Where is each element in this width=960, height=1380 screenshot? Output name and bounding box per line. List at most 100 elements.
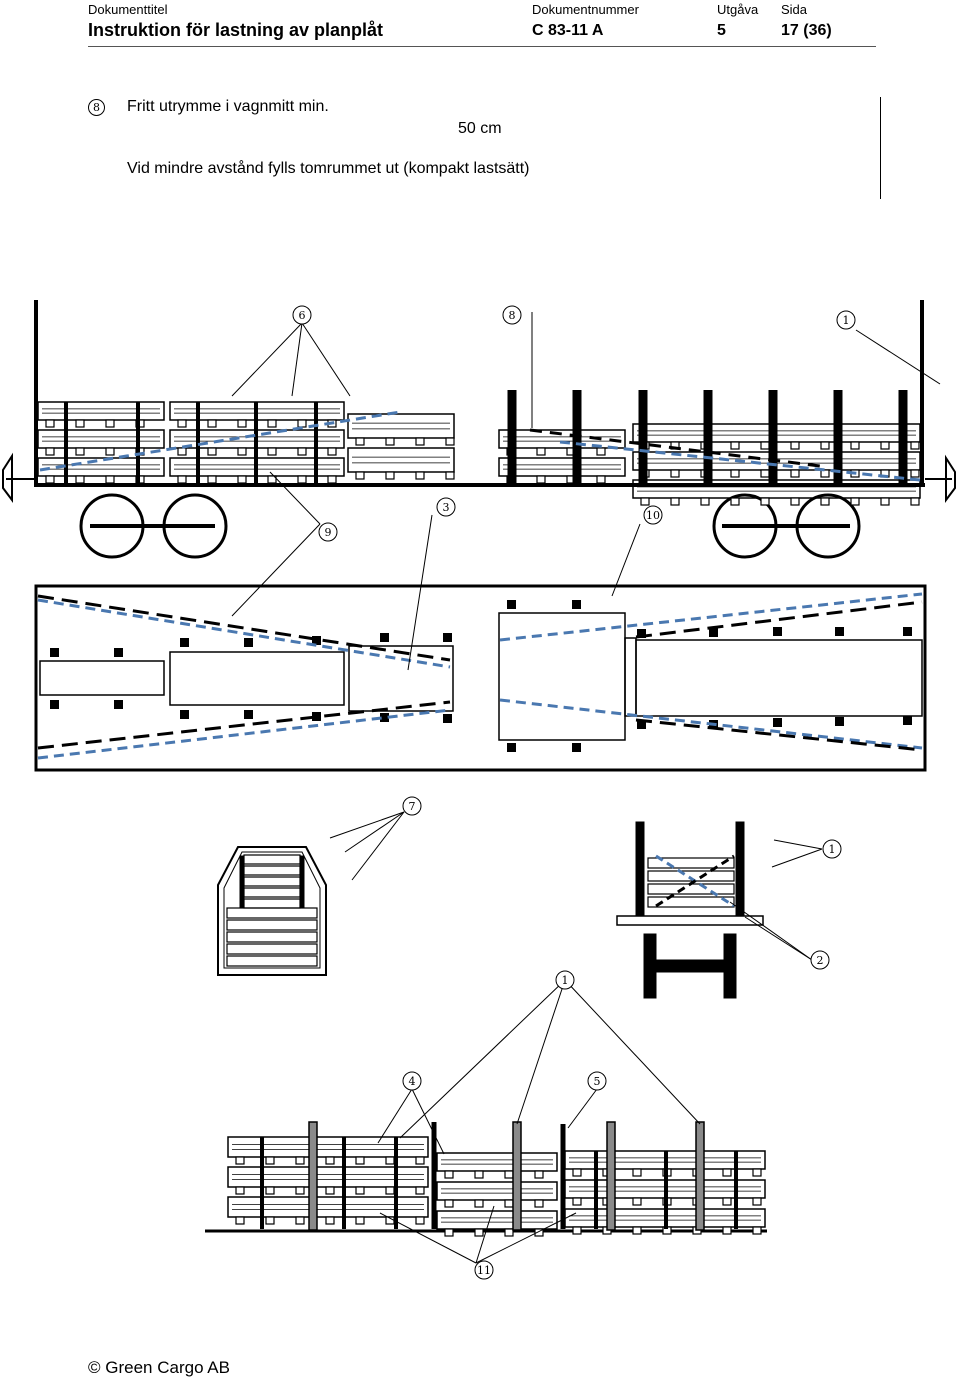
spacer-block	[297, 475, 307, 484]
spacer-block	[760, 441, 770, 450]
spacer-block	[790, 497, 800, 506]
spacer-block	[504, 1228, 514, 1237]
spacer-block	[722, 1197, 732, 1206]
page-number: 17 (36)	[781, 22, 832, 39]
spacer-block	[572, 1197, 582, 1206]
edition-label: Utgåva	[717, 2, 759, 17]
plate-stack	[226, 907, 318, 919]
spacer-block	[45, 475, 55, 484]
plate-stack	[226, 943, 318, 955]
callout-number: 1	[843, 314, 850, 327]
stake-position	[443, 714, 452, 723]
plate-stack	[243, 865, 301, 876]
plate-stack	[243, 854, 301, 865]
gauge-profile-outline	[217, 846, 327, 976]
gauge-profile-inner	[223, 851, 321, 969]
spacer-block	[752, 1226, 762, 1235]
callout-circle	[822, 839, 842, 859]
stake-position	[835, 717, 844, 726]
callout-circle	[836, 310, 856, 330]
spacer-block	[297, 447, 307, 456]
callout-circle	[402, 796, 422, 816]
stake-position	[507, 743, 516, 752]
spacer-block	[474, 1228, 484, 1237]
spacer-block	[105, 447, 115, 456]
spacer-block	[75, 419, 85, 428]
load-bundle	[39, 660, 165, 696]
spacer-block	[385, 1156, 395, 1165]
plate-bundle	[37, 429, 165, 449]
stake	[635, 821, 645, 917]
spacer-block	[325, 1156, 335, 1165]
stake-position	[312, 636, 321, 645]
spacer-block	[267, 447, 277, 456]
spacer-block	[536, 475, 546, 484]
spacer-block	[385, 1186, 395, 1195]
spacer-block	[237, 475, 247, 484]
spacer-block	[207, 447, 217, 456]
note-marker: 8	[88, 99, 105, 116]
plate-bundle	[436, 1152, 558, 1172]
side-stake	[239, 855, 245, 909]
spacer-block	[444, 1199, 454, 1208]
spacer-block	[596, 475, 606, 484]
spacer-block	[415, 471, 425, 480]
spacer-block	[700, 497, 710, 506]
spacer-block	[534, 1199, 544, 1208]
spacer-block	[75, 447, 85, 456]
dashed-limit-line	[37, 594, 451, 662]
spacer-block	[820, 497, 830, 506]
spacer-block	[45, 447, 55, 456]
leader-line	[344, 811, 405, 853]
plate-bundle	[37, 401, 165, 421]
callout-number: 3	[443, 501, 450, 514]
spacer-block	[295, 1216, 305, 1225]
spacer-block	[760, 469, 770, 478]
spacer-block	[640, 497, 650, 506]
spacer-block	[355, 1156, 365, 1165]
plate-bundle	[498, 457, 626, 477]
dashed-limit-line-blue	[499, 592, 923, 642]
spacer-block	[177, 419, 187, 428]
spacer-block	[355, 437, 365, 446]
leader-line	[399, 979, 566, 1139]
stake-position	[773, 627, 782, 636]
spacer-block	[105, 475, 115, 484]
load-spacer	[624, 637, 637, 717]
spacer-block	[730, 497, 740, 506]
spacer-block	[265, 1156, 275, 1165]
wagon-end-views	[217, 821, 764, 999]
spacer-block	[880, 441, 890, 450]
note-line-2: Vid mindre avstånd fylls tomrummet ut (k…	[127, 160, 530, 177]
spacer-block	[820, 441, 830, 450]
dashed-limit-line	[37, 700, 451, 750]
spacer-block	[752, 1168, 762, 1177]
callout-circle	[474, 1260, 494, 1280]
stake-position	[572, 743, 581, 752]
spacer-block	[75, 475, 85, 484]
plate-stack	[226, 955, 318, 967]
doc-title: Instruktion för lastning av planplåt	[88, 20, 384, 40]
load-bundle	[498, 612, 626, 741]
callout-number: 6	[299, 309, 306, 322]
leader-line	[291, 322, 303, 397]
spacer-block	[265, 1186, 275, 1195]
stake-position	[637, 720, 646, 729]
leader-line	[269, 471, 321, 525]
spacer-block	[265, 1216, 275, 1225]
spacer-block	[790, 469, 800, 478]
wagon-floor-section	[616, 915, 764, 926]
spacer-block	[632, 1226, 642, 1235]
plate-stack	[647, 883, 735, 895]
stake-position	[903, 627, 912, 636]
stake-position	[312, 712, 321, 721]
spacer-block	[752, 1197, 762, 1206]
spacer-block	[850, 497, 860, 506]
doc-title-label: Dokumenttitel	[88, 2, 168, 17]
callout-number: 5	[594, 1075, 601, 1088]
callout-number: 11	[477, 1264, 491, 1277]
spacer-block	[355, 1186, 365, 1195]
frame-leg	[643, 933, 657, 999]
dashed-limit-line-blue	[37, 708, 451, 760]
